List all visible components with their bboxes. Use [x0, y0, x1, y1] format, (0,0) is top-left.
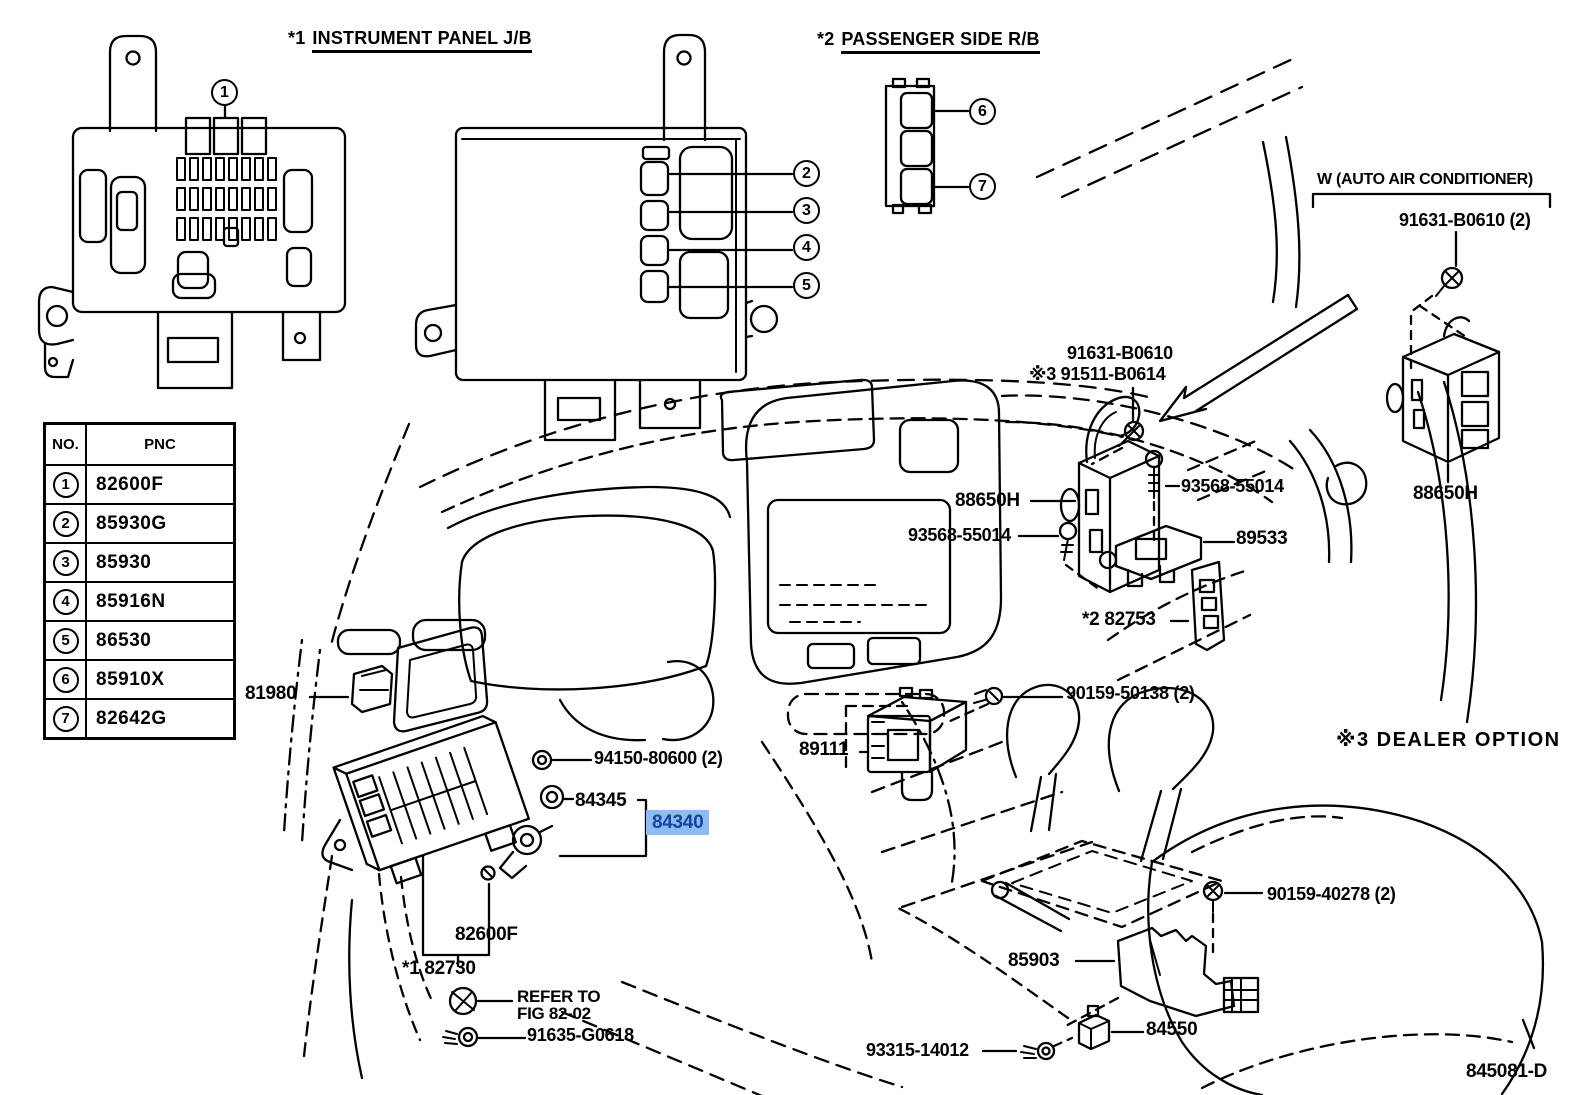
row-pnc: 82600F	[96, 473, 164, 495]
auto-ac-note: W (AUTO AIR CONDITIONER)	[1317, 171, 1533, 188]
fusebox2-art	[414, 33, 794, 442]
part-label-91631-b0610[interactable]: 91631-B0610	[1067, 343, 1173, 363]
section2-prefix: *2	[817, 29, 835, 49]
callout-2[interactable]: 2	[793, 160, 820, 187]
part-label-88650h-right[interactable]: 88650H	[1413, 483, 1478, 504]
section1-title: INSTRUMENT PANEL J/B	[312, 28, 532, 53]
dashboard-art	[282, 55, 1545, 1095]
part-label-91635-g0618[interactable]: 91635-G0618	[527, 1025, 634, 1045]
table-row[interactable]: 2 85930G	[46, 503, 233, 542]
part-label-84345[interactable]: 84345	[575, 790, 627, 811]
callout-6[interactable]: 6	[969, 98, 996, 125]
row-pnc: 85910X	[96, 668, 165, 690]
row-callout: 1	[52, 471, 79, 498]
row-callout: 4	[52, 588, 79, 615]
header-pnc: PNC	[144, 436, 176, 453]
table-row[interactable]: 1 82600F	[46, 464, 233, 503]
callout-4[interactable]: 4	[793, 234, 820, 261]
table-row[interactable]: 6 85910X	[46, 659, 233, 698]
part-label-93568-55014-right[interactable]: 93568-55014	[1181, 476, 1284, 496]
part-label-93315-14012[interactable]: 93315-14012	[866, 1040, 969, 1060]
part-label-82730[interactable]: *1 82730	[402, 958, 476, 979]
part-label-82600f[interactable]: 82600F	[455, 924, 518, 945]
part-label-82753[interactable]: *2 82753	[1082, 609, 1156, 630]
part-label-89111[interactable]: 89111	[799, 739, 849, 760]
row-pnc: 85930G	[96, 512, 167, 534]
table-row[interactable]: 4 85916N	[46, 581, 233, 620]
row-pnc: 85916N	[96, 590, 166, 612]
row-callout: 2	[52, 510, 79, 537]
header-no: NO.	[46, 425, 87, 464]
refer-note-line1: REFER TO	[517, 987, 601, 1006]
part-label-85903[interactable]: 85903	[1008, 950, 1060, 971]
part-label-84550[interactable]: 84550	[1146, 1019, 1198, 1040]
row-callout: 7	[52, 705, 79, 732]
console-parts-art	[896, 880, 1264, 1061]
dealer-module-art	[1311, 192, 1552, 484]
highlighted-part-number[interactable]: 84340	[646, 810, 710, 835]
part-label-81980[interactable]: 81980	[245, 683, 297, 704]
callout-3[interactable]: 3	[793, 197, 820, 224]
jb-insitu-art	[308, 664, 654, 1048]
dealer-option-note: ※3 DEALER OPTION	[1336, 729, 1561, 751]
part-label-94150-80600[interactable]: 94150-80600 (2)	[594, 748, 723, 768]
pnc-table: NO. PNC 1 82600F 2 85930G 3 85930 4 8591…	[43, 422, 236, 740]
part-label-84340-highlighted[interactable]: 84340	[646, 810, 710, 835]
center-modules-art	[844, 386, 1236, 802]
figure-code: 845081-D	[1466, 1061, 1548, 1082]
row-pnc: 86530	[96, 629, 152, 651]
part-label-88650h-center[interactable]: 88650H	[955, 490, 1020, 511]
section-title-instrument-panel-jb: *1 INSTRUMENT PANEL J/B	[288, 28, 532, 53]
section1-prefix: *1	[288, 28, 306, 48]
table-row[interactable]: 3 85930	[46, 542, 233, 581]
fusebox1-art	[37, 34, 347, 390]
rb-connector-art	[884, 77, 970, 215]
row-callout: 5	[52, 627, 79, 654]
part-label-91511-b0614[interactable]: ※3 91511-B0614	[1029, 364, 1166, 384]
refer-note-line2: FIG 82-02	[517, 1004, 591, 1023]
section-title-passenger-side-rb: *2 PASSENGER SIDE R/B	[817, 29, 1040, 54]
row-callout: 6	[52, 666, 79, 693]
callout-7[interactable]: 7	[969, 173, 996, 200]
part-label-90159-50138[interactable]: 90159-50138 (2)	[1066, 683, 1195, 703]
part-label-93568-55014-left[interactable]: 93568-55014	[908, 525, 1011, 545]
part-label-91631-b0610-2[interactable]: 91631-B0610 (2)	[1399, 210, 1531, 230]
part-label-90159-40278[interactable]: 90159-40278 (2)	[1267, 884, 1396, 904]
row-pnc: 85930	[96, 551, 152, 573]
callout-5[interactable]: 5	[793, 272, 820, 299]
row-callout: 3	[52, 549, 79, 576]
table-row[interactable]: 5 86530	[46, 620, 233, 659]
row-pnc: 82642G	[96, 707, 167, 729]
section2-title: PASSENGER SIDE R/B	[841, 29, 1040, 54]
pnc-table-header: NO. PNC	[46, 425, 233, 464]
callout-1[interactable]: 1	[211, 79, 238, 106]
table-row[interactable]: 7 82642G	[46, 698, 233, 737]
part-label-89533[interactable]: 89533	[1236, 528, 1288, 549]
